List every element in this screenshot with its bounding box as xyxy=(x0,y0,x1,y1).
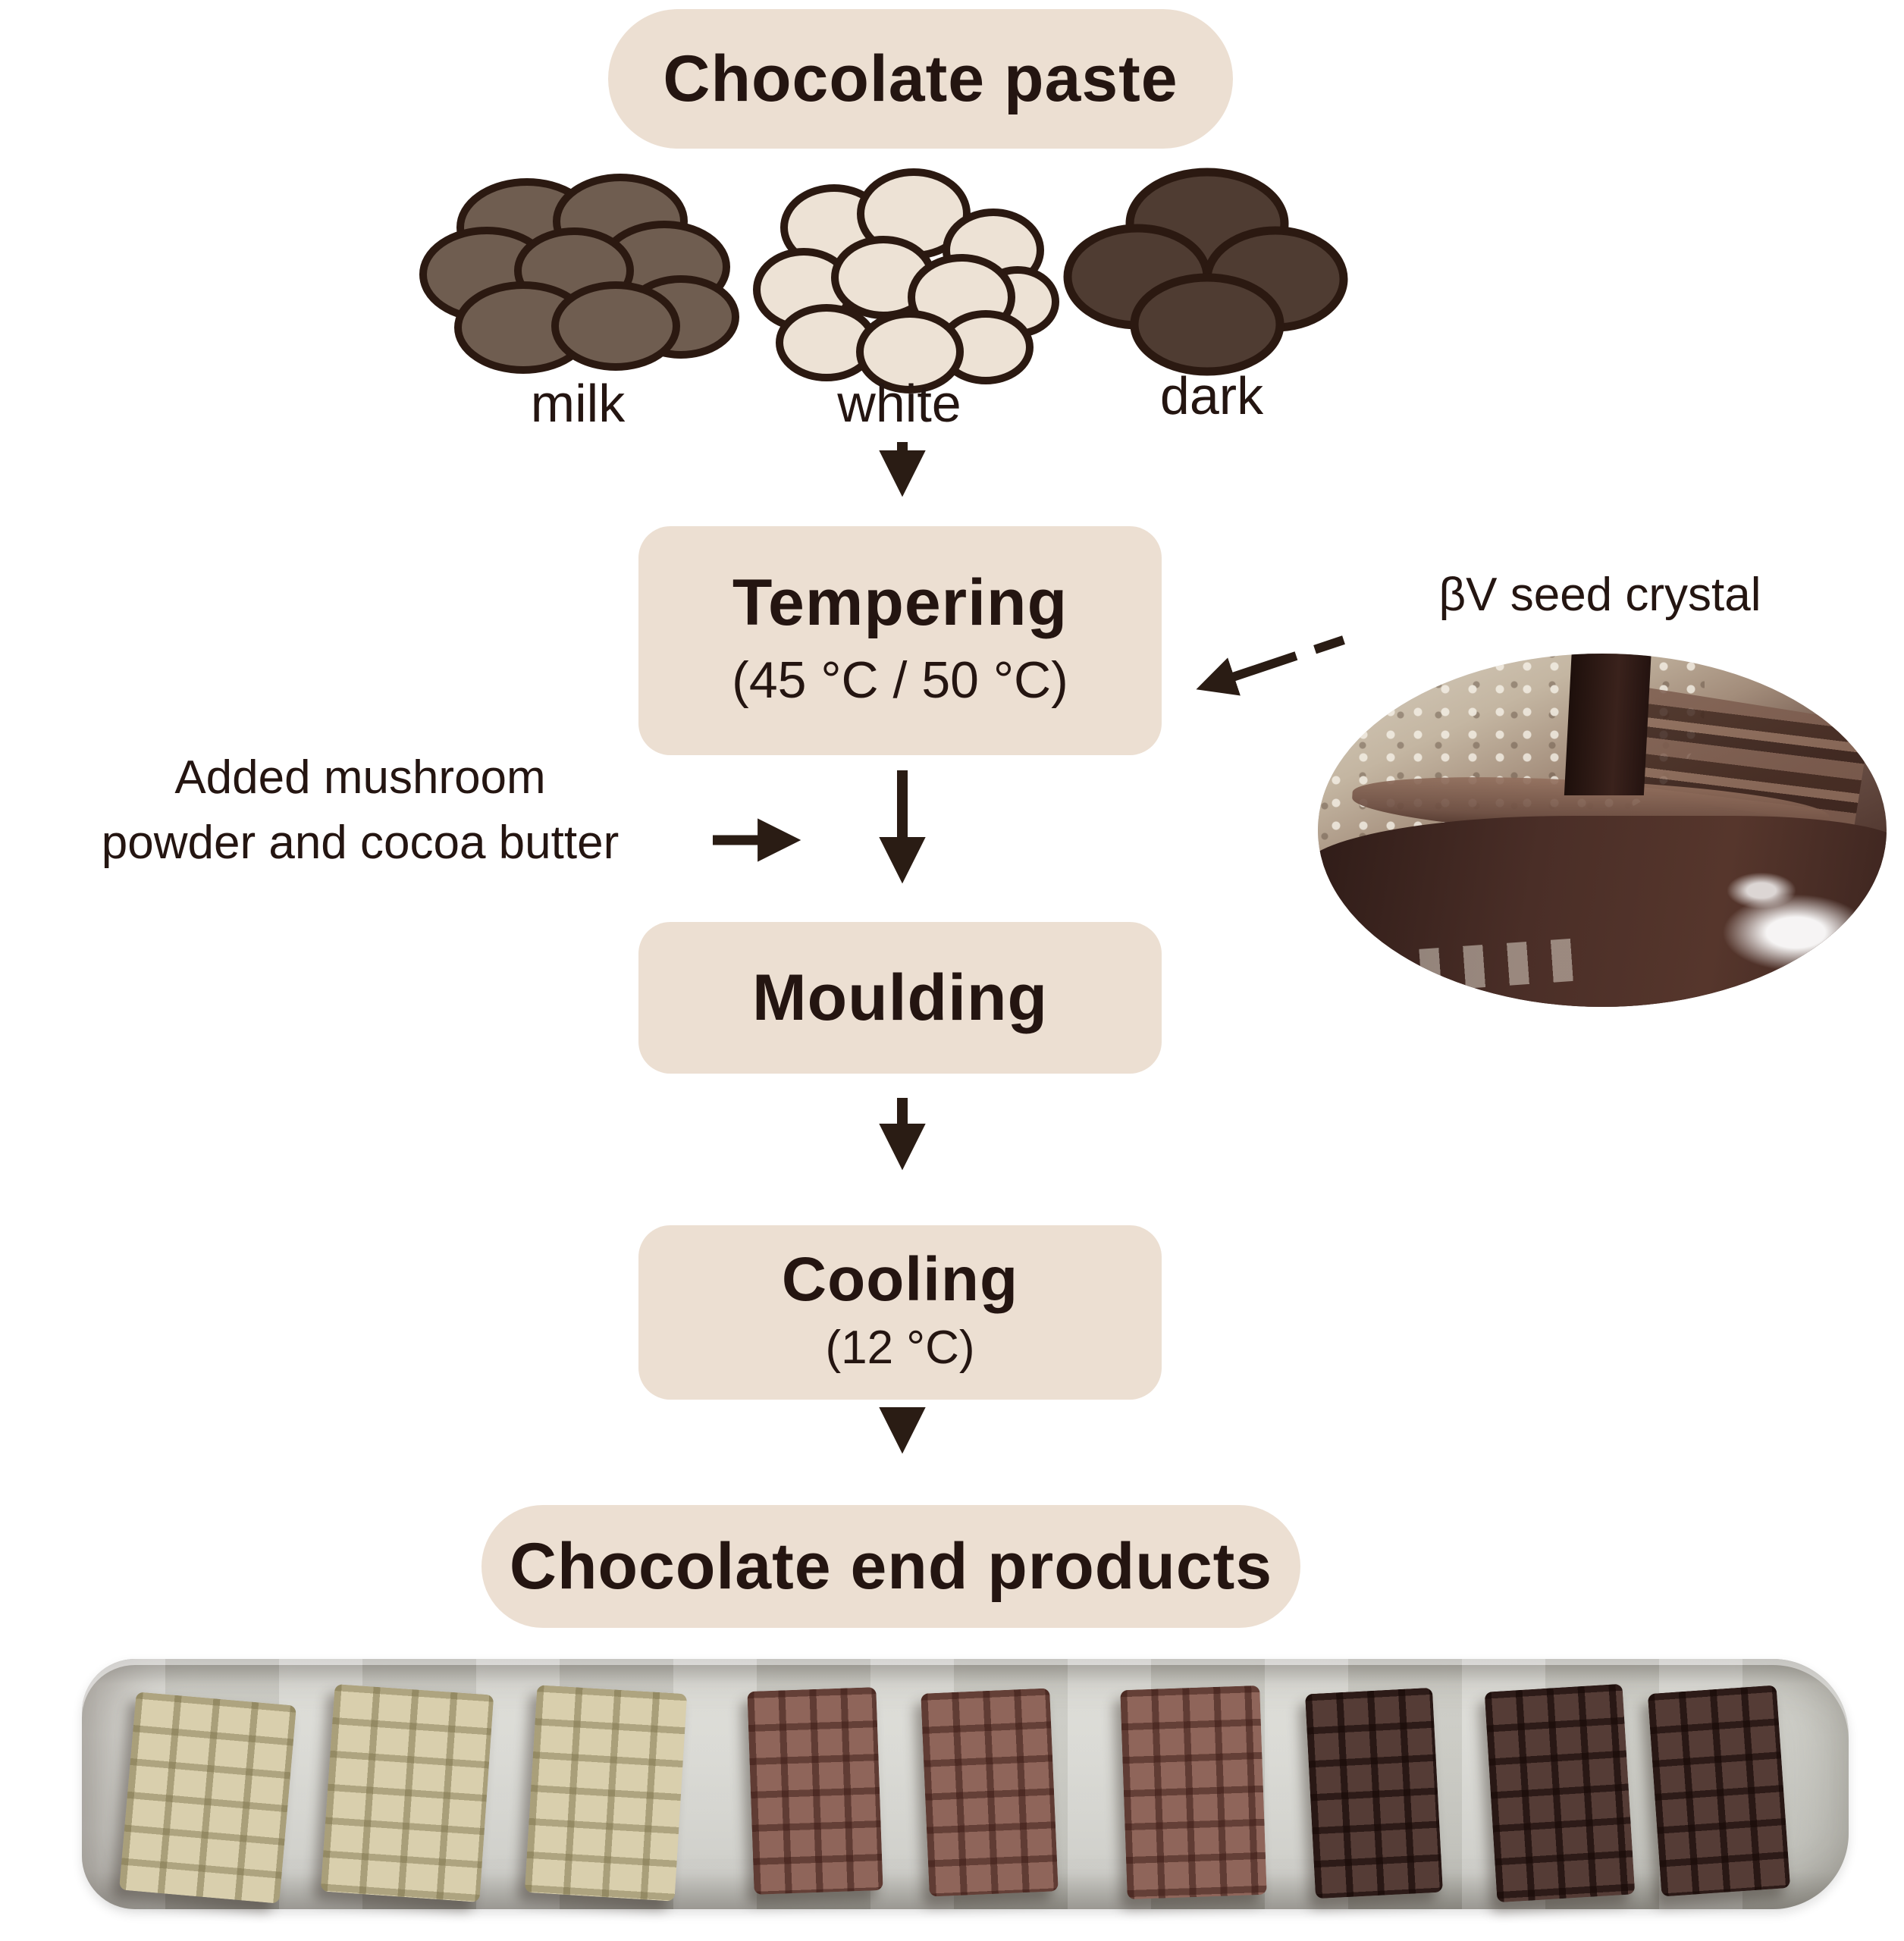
tempering-temperature: (45 °C / 50 °C) xyxy=(732,651,1068,709)
seed-crystal-note: βV seed crystal xyxy=(1438,569,1761,621)
chocolate-bar-white-3 xyxy=(524,1685,688,1902)
end-products-label: Chocolate end products xyxy=(509,1529,1273,1603)
tempering-title: Tempering xyxy=(732,566,1068,640)
chocolate-bar-white-2 xyxy=(320,1684,494,1902)
cooling-temperature: (12 °C) xyxy=(825,1322,975,1375)
additive-note: Added mushroom powder and cocoa butter xyxy=(11,745,709,875)
white-label: white xyxy=(837,374,961,433)
moulding-title: Moulding xyxy=(751,961,1049,1034)
additive-note-line2: powder and cocoa butter xyxy=(101,816,620,869)
chocolate-bar-milk-2 xyxy=(921,1688,1059,1897)
chocolate-bar-white-1 xyxy=(118,1692,297,1904)
dark-chocolate-cluster-icon xyxy=(1063,168,1348,376)
additive-note-line1: Added mushroom xyxy=(174,751,546,804)
spatula-handle xyxy=(1564,654,1652,795)
dark-label: dark xyxy=(1159,366,1264,425)
chocolate-bar-milk-1 xyxy=(747,1687,883,1895)
chocolate-paste-label: Chocolate paste xyxy=(663,42,1178,115)
tempering-box: Tempering (45 °C / 50 °C) xyxy=(638,526,1162,755)
milk-label: milk xyxy=(530,374,626,433)
cooling-box: Cooling (12 °C) xyxy=(638,1225,1162,1400)
tempering-chocolate-photo xyxy=(1318,654,1887,1007)
chocolate-bar-dark-2 xyxy=(1484,1683,1636,1903)
white-chocolate-cluster-icon xyxy=(753,168,1059,394)
gloss-highlight xyxy=(1727,872,1796,908)
chocolate-paste-box: Chocolate paste xyxy=(608,9,1233,149)
end-products-box: Chocolate end products xyxy=(481,1505,1300,1628)
chocolate-bar-milk-3 xyxy=(1120,1685,1267,1900)
chocolate-bar-dark-1 xyxy=(1305,1687,1443,1899)
chocolate-bar-dark-3 xyxy=(1647,1685,1791,1897)
moulding-box: Moulding xyxy=(638,922,1162,1074)
cooling-title: Cooling xyxy=(781,1245,1019,1315)
milk-chocolate-cluster-icon xyxy=(419,174,739,374)
